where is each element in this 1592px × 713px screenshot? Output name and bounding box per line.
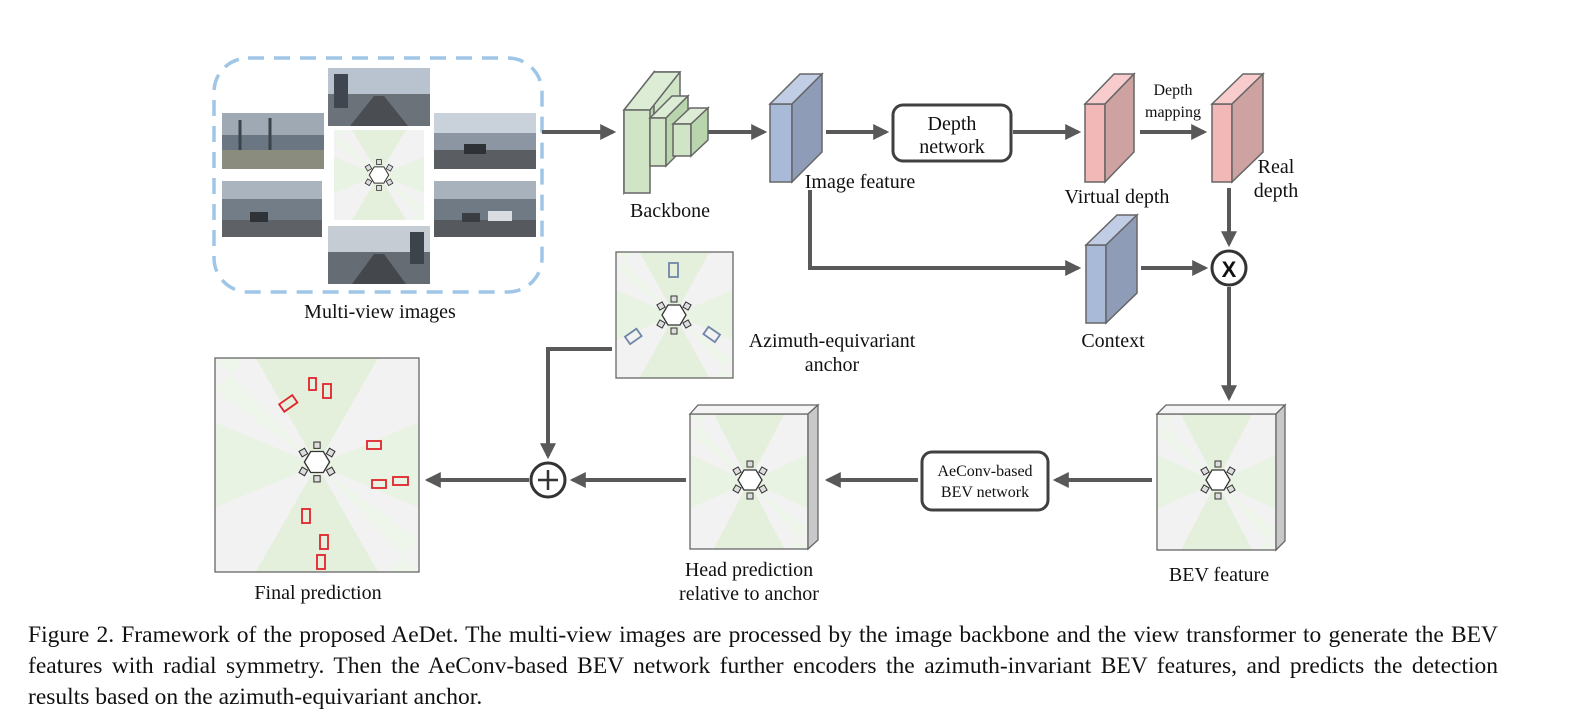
image-feature-block: Image feature: [768, 72, 916, 193]
add-operator: [529, 461, 567, 499]
camera-photo-front-left: [222, 113, 324, 169]
anchor-box-right: [702, 325, 722, 344]
bev-feature-panel: BEV feature: [1155, 403, 1287, 586]
backbone-label: Backbone: [630, 200, 710, 222]
real-depth-label-line1: Real: [1258, 156, 1295, 178]
multi-view-images-group: Multi-view images: [212, 56, 544, 323]
image-feature-label: Image feature: [805, 171, 916, 193]
multi-view-center-bev: [334, 130, 424, 220]
bev-feature-label: BEV feature: [1169, 564, 1269, 586]
anchor-box-left: [623, 327, 643, 346]
depth-mapping-label-line2: mapping: [1145, 104, 1201, 121]
azimuth-anchor-panel: Azimuth-equivariant anchor: [615, 251, 916, 379]
arrow-anchor-to-add: [540, 347, 612, 460]
head-prediction-label-line2: relative to anchor: [679, 583, 819, 605]
depth-network-box: Depth network: [891, 103, 1013, 163]
camera-photo-front: [328, 68, 430, 126]
context-label: Context: [1081, 330, 1145, 352]
camera-photo-back-right: [434, 181, 536, 237]
azimuth-anchor-label-line2: anchor: [805, 354, 860, 376]
multiply-symbol: X: [1222, 257, 1237, 282]
backbone-block: Backbone: [622, 69, 710, 222]
aeconv-label-line2: BEV network: [941, 484, 1029, 501]
final-prediction-label: Final prediction: [254, 582, 381, 604]
multiply-operator: X: [1210, 249, 1248, 287]
virtual-depth-block: Virtual depth: [1065, 72, 1170, 208]
aeconv-label-line1: AeConv-based: [937, 463, 1032, 480]
arrow-feature-to-context: [808, 190, 1082, 276]
camera-photo-front-right: [434, 113, 536, 169]
multi-view-images-label: Multi-view images: [304, 301, 456, 323]
prediction-boxes: [277, 377, 409, 570]
figure-caption: Figure 2. Framework of the proposed AeDe…: [28, 622, 1498, 710]
framework-diagram: Multi-view images Backbone Image feature…: [212, 56, 1298, 605]
real-depth-block: Real depth: [1210, 72, 1298, 202]
camera-photo-back: [328, 226, 430, 284]
aeconv-bev-network-box: AeConv-based BEV network: [920, 450, 1050, 512]
final-prediction-panel: Final prediction: [214, 357, 420, 604]
multi-view-dashed-border: [212, 56, 544, 294]
azimuth-anchor-label-line1: Azimuth-equivariant: [749, 330, 916, 352]
head-prediction-label-line1: Head prediction: [685, 559, 813, 581]
context-block: Context: [1081, 213, 1145, 352]
arrows: [424, 124, 1237, 488]
depth-network-label-line1: Depth: [928, 113, 977, 135]
camera-photo-back-left: [222, 181, 322, 237]
virtual-depth-label: Virtual depth: [1065, 186, 1170, 208]
anchor-box-top: [668, 262, 679, 278]
depth-mapping-label-line1: Depth: [1153, 82, 1192, 99]
depth-network-label-line2: network: [919, 136, 985, 158]
real-depth-label-line2: depth: [1254, 180, 1298, 202]
head-prediction-panel: Head prediction relative to anchor: [679, 403, 820, 605]
